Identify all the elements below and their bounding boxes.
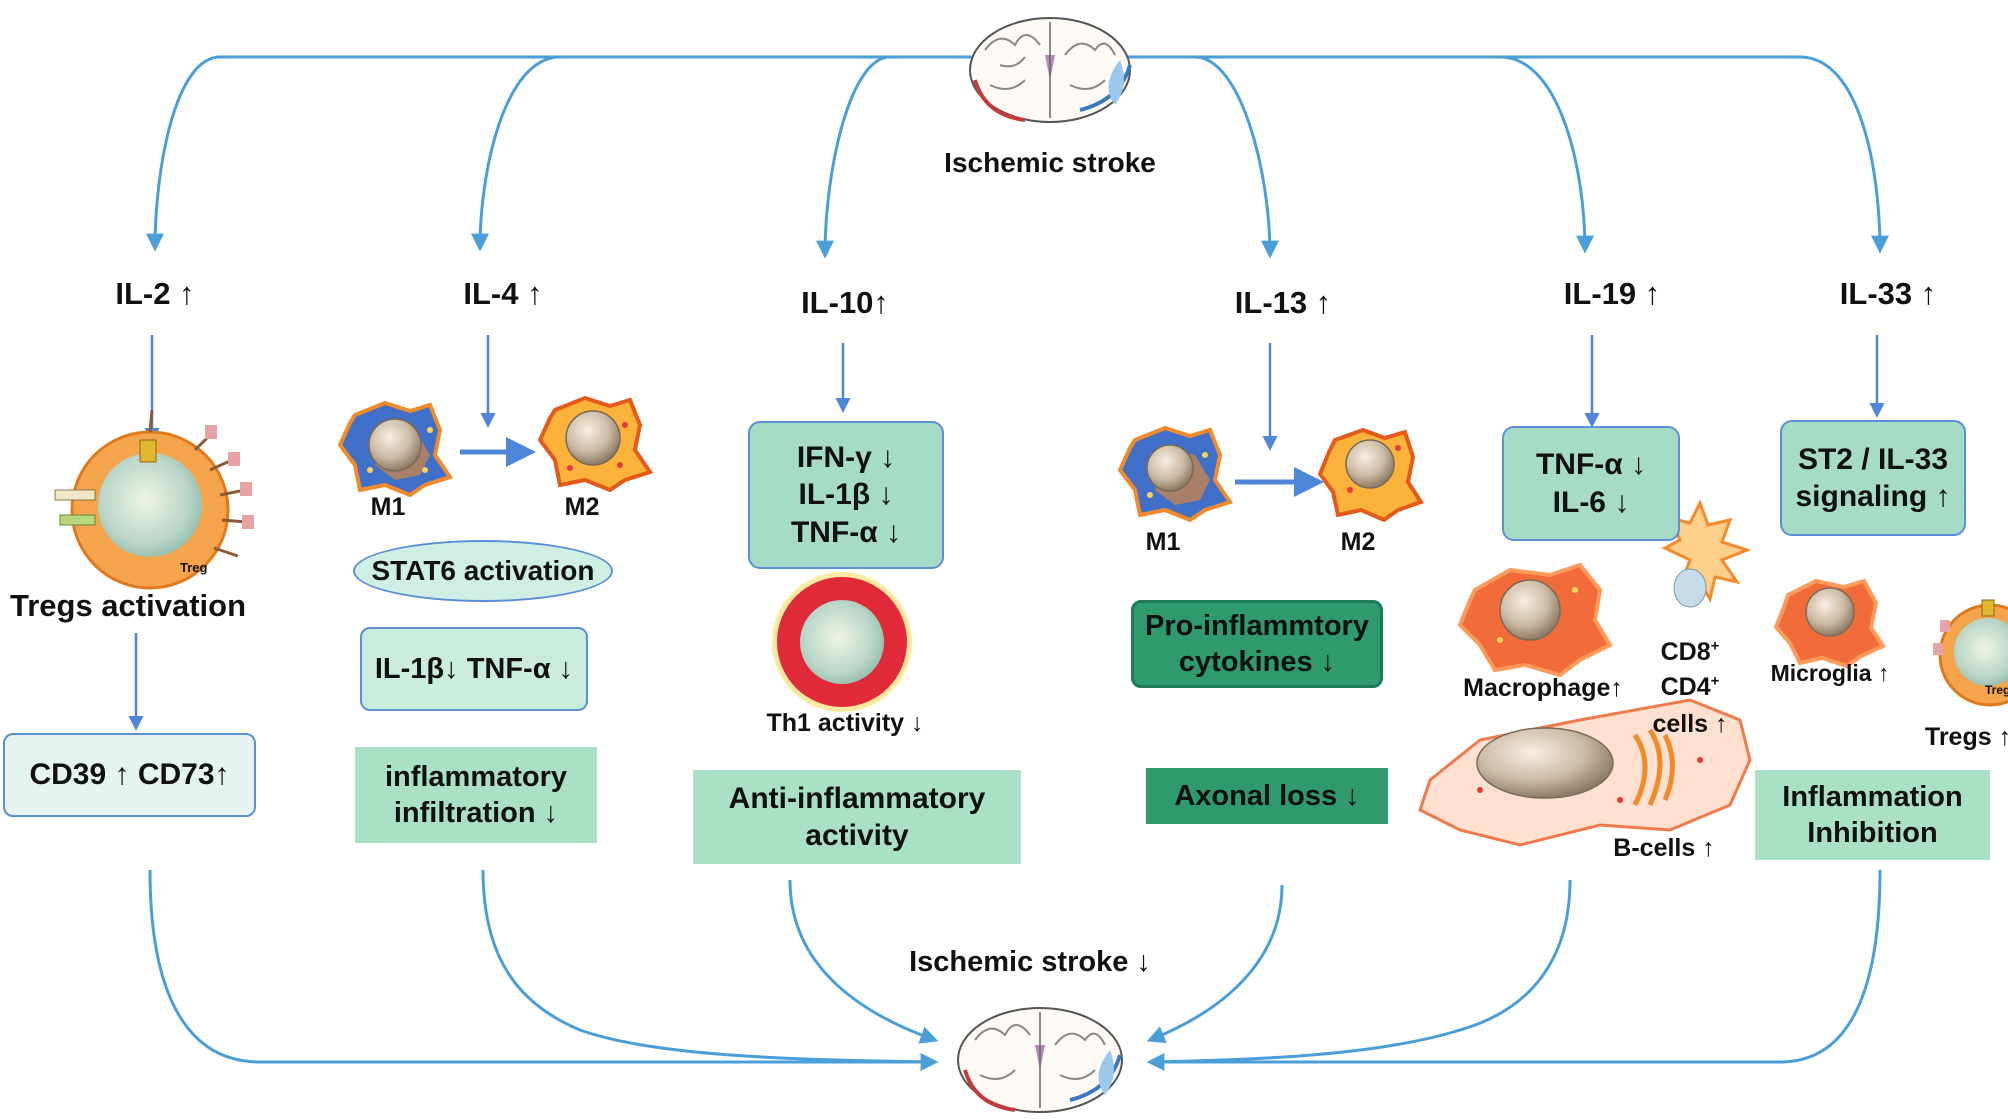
brain-top-icon — [969, 17, 1132, 123]
brain-bottom-icon — [957, 1007, 1123, 1113]
il4-cytokine-text: IL-1β↓ TNF-α ↓ — [374, 652, 574, 685]
inhibition-line-2: Inhibition — [1807, 817, 1938, 849]
il13-label: IL-13 ↑ — [1234, 285, 1332, 320]
il2-label: IL-2 ↑ — [115, 276, 195, 311]
cd4-plus: + — [1710, 672, 1720, 690]
il19-cytokine-box: TNF-α ↓ IL-6 ↓ — [1502, 426, 1680, 541]
il33-label: IL-33 ↑ — [1839, 276, 1937, 311]
axonal-loss-text: Axonal loss ↓ — [1174, 779, 1360, 812]
st2-il33-box: ST2 / IL-33 signaling ↑ — [1780, 420, 1966, 536]
il19-label: IL-19 ↑ — [1563, 276, 1661, 311]
il10-label: IL-10↑ — [801, 285, 889, 320]
m2-macrophage-il13 — [1317, 427, 1425, 523]
infiltration-line-2: infiltration ↓ — [393, 797, 559, 829]
cells-caption: cells ↑ — [1652, 710, 1728, 738]
tregs-activation-caption: Tregs activation — [9, 588, 247, 623]
microglia-caption: Microglia ↑ — [1770, 660, 1890, 686]
st2-line-2: signaling ↑ — [1795, 480, 1951, 513]
th1-cell-illustration — [772, 572, 912, 712]
inflammatory-infiltration-box: inflammatory infiltration ↓ — [355, 747, 597, 843]
m1-to-m2-arrows — [460, 437, 1324, 497]
cd39-cd73-box: CD39 ↑ CD73↑ — [3, 733, 256, 817]
il1b-text: IL-1β ↓ — [798, 478, 894, 512]
top-branch-arrows — [146, 55, 1889, 259]
st2-line-1: ST2 / IL-33 — [1797, 442, 1949, 476]
pro-inflammatory-box: Pro-inflammtory cytokines ↓ — [1131, 600, 1383, 688]
treg-il33-illustration — [1933, 599, 2008, 707]
bottom-converge-arrows — [148, 869, 1882, 1071]
il4-m2-label: M2 — [564, 493, 600, 521]
anti-inflammatory-line-1: Anti-inflammatory — [728, 781, 986, 815]
il10-cytokine-box: IFN-γ ↓ IL-1β ↓ TNF-α ↓ — [748, 421, 944, 569]
treg-cell-illustration — [54, 409, 254, 590]
bottom-stroke-title: Ischemic stroke ↓ — [909, 946, 1151, 978]
stat6-activation-text: STAT6 activation — [371, 555, 595, 586]
t-cell-il19-illustration — [1661, 499, 1752, 608]
stat6-activation-ellipse: STAT6 activation — [353, 540, 613, 602]
tregs-caption: Tregs ↑ — [1924, 723, 2008, 751]
il4-cytokine-box: IL-1β↓ TNF-α ↓ — [360, 627, 588, 711]
cd8-plus: + — [1710, 637, 1720, 655]
cd4-caption: CD4+ — [1661, 672, 1720, 702]
cd8-text: CD8 — [1660, 638, 1711, 666]
ifn-gamma-text: IFN-γ ↓ — [796, 440, 896, 474]
pro-inflammatory-line-1: Pro-inflammtory — [1145, 609, 1369, 642]
microglia-il33-illustration — [1773, 578, 1886, 669]
infiltration-line-1: inflammatory — [384, 760, 568, 793]
b-cell-il19-illustration — [1418, 698, 1752, 847]
m2-macrophage-il4 — [537, 395, 654, 493]
cd4-text: CD4 — [1660, 673, 1711, 701]
inhibition-line-1: Inflammation — [1782, 780, 1963, 813]
m1-macrophage-il13 — [1117, 425, 1234, 523]
top-stroke-title: Ischemic stroke — [944, 147, 1156, 178]
anti-inflammatory-line-2: activity — [805, 819, 909, 852]
treg-il33-text: Treg — [1985, 683, 2008, 697]
treg-cell-text: Treg — [180, 560, 208, 575]
il13-m2-label: M2 — [1340, 528, 1376, 556]
il4-label: IL-4 ↑ — [463, 276, 543, 311]
th1-activity-caption: Th1 activity ↓ — [766, 709, 924, 737]
b-cells-caption: B-cells ↑ — [1613, 834, 1715, 862]
tnfa-text: TNF-α ↓ — [790, 515, 902, 549]
pro-inflammatory-line-2: cytokines ↓ — [1178, 646, 1336, 678]
il13-m1-label: M1 — [1145, 528, 1181, 556]
il19-tnfa-text: TNF-α ↓ — [1535, 448, 1647, 481]
m1-macrophage-il4 — [337, 400, 454, 498]
il4-m1-label: M1 — [370, 493, 406, 521]
inflammation-inhibition-box: Inflammation Inhibition — [1755, 770, 1990, 860]
macrophage-il19-illustration — [1457, 562, 1613, 678]
macrophage-caption: Macrophage↑ — [1463, 674, 1623, 702]
cd8-caption: CD8+ — [1661, 637, 1720, 667]
il19-il6-text: IL-6 ↓ — [1552, 485, 1630, 519]
cd39-cd73-text: CD39 ↑ CD73↑ — [29, 758, 230, 792]
axonal-loss-box: Axonal loss ↓ — [1146, 768, 1388, 824]
anti-inflammatory-box: Anti-inflammatory activity — [693, 770, 1021, 864]
